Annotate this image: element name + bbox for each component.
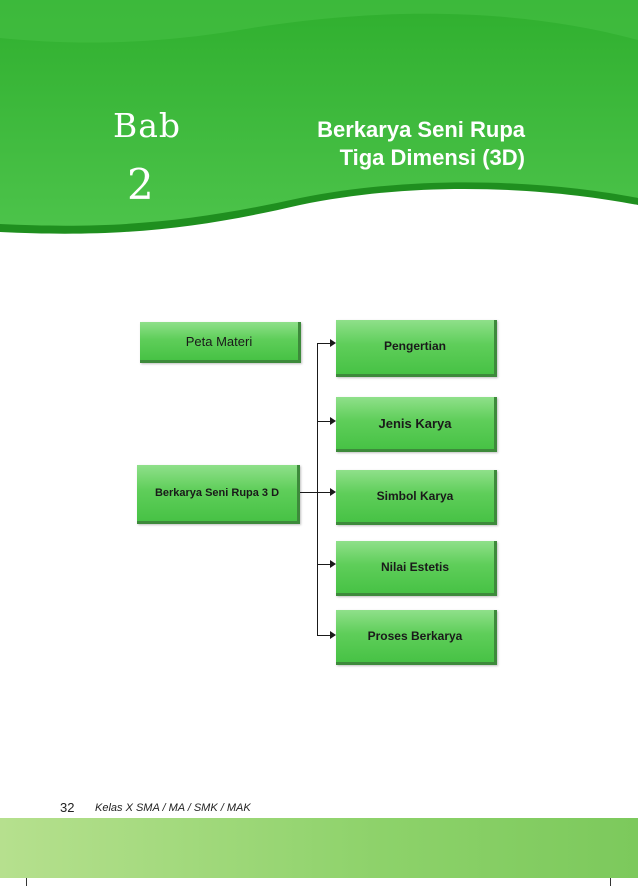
chapter-label: Bab [113, 106, 182, 145]
chapter-title-line2: Tiga Dimensi (3D) [339, 145, 525, 170]
branch-box: Pengertian [336, 320, 497, 377]
book-label: Kelas X SMA / MA / SMK / MAK [95, 802, 251, 814]
branch-box: Proses Berkarya [336, 610, 497, 665]
branch-box: Nilai Estetis [336, 541, 497, 596]
peta-materi-box: Peta Materi [140, 322, 301, 363]
arrow-branch-1 [330, 339, 336, 347]
connector-branch-4 [317, 564, 331, 565]
footer-bar [0, 818, 638, 878]
branch-box: Simbol Karya [336, 470, 497, 525]
connector-branch-1 [317, 343, 331, 344]
branch-box: Jenis Karya [336, 397, 497, 452]
branch-label: Pengertian [383, 339, 446, 353]
branch-label: Jenis Karya [378, 415, 452, 431]
connector-branch-5 [317, 635, 331, 636]
branch-label: Proses Berkarya [367, 629, 463, 643]
arrow-branch-3 [330, 488, 336, 496]
chapter-title: Berkarya Seni Rupa Tiga Dimensi (3D) [225, 116, 525, 172]
chapter-number: 2 [127, 160, 154, 209]
root-topic-box: Berkarya Seni Rupa 3 D [137, 465, 300, 524]
chapter-title-line1: Berkarya Seni Rupa [317, 117, 525, 142]
connector-branch-2 [317, 421, 331, 422]
connector-branch-3 [317, 492, 331, 493]
root-topic-label: Berkarya Seni Rupa 3 D [154, 487, 280, 499]
branch-label: Nilai Estetis [380, 560, 450, 574]
arrow-branch-4 [330, 560, 336, 568]
peta-materi-label: Peta Materi [185, 333, 253, 349]
arrow-branch-2 [330, 417, 336, 425]
branch-label: Simbol Karya [376, 489, 454, 503]
connector-vertical-trunk [317, 343, 318, 635]
page-number: 32 [60, 800, 75, 815]
arrow-branch-5 [330, 631, 336, 639]
chapter-header-banner [0, 0, 638, 234]
connector-root-horizontal [300, 492, 317, 493]
